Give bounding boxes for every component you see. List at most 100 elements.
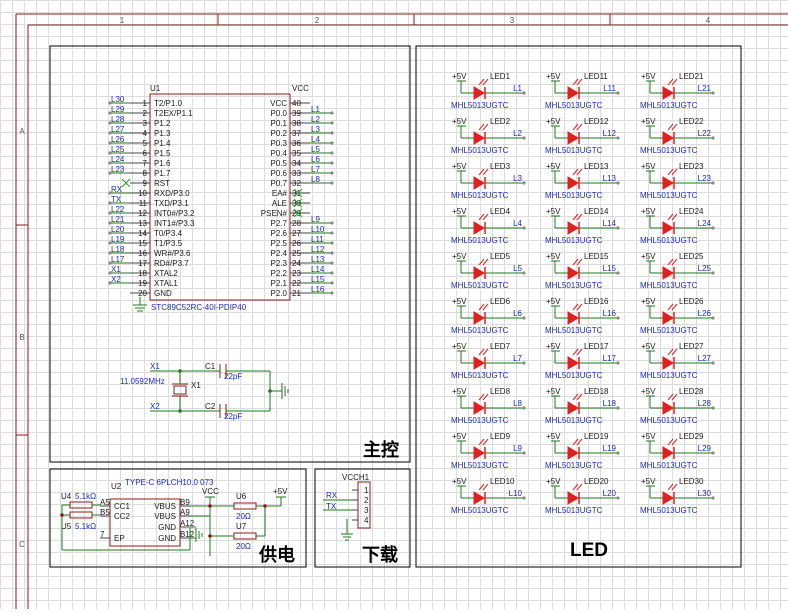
led-designator: LED25 xyxy=(679,252,704,261)
led-supply-label: +5V xyxy=(452,432,467,441)
led-emission-arrow xyxy=(572,78,579,86)
led-net-label: L30 xyxy=(698,489,712,498)
mcu-net-label: L23 xyxy=(111,165,125,174)
mcu-net-label: L30 xyxy=(111,95,125,104)
resistor-u6-value: 20Ω xyxy=(236,512,251,521)
led-emission-arrow xyxy=(576,258,583,266)
no-connect-mark xyxy=(293,188,303,198)
led-net-label: L16 xyxy=(603,309,617,318)
header-body xyxy=(357,481,371,529)
net-terminal xyxy=(330,131,334,135)
mcu-pin-name: P1.6 xyxy=(154,159,171,168)
led-diode-symbol xyxy=(473,491,485,505)
mcu-vcc-label: VCC xyxy=(292,84,309,93)
header-pin-number: 3 xyxy=(364,506,369,515)
led-supply-label: +5V xyxy=(452,387,467,396)
led-designator: LED23 xyxy=(679,162,704,171)
led-emission-arrow xyxy=(667,123,674,131)
net-terminal xyxy=(330,151,334,155)
led-supply-label: +5V xyxy=(641,117,656,126)
led-emission-arrow xyxy=(576,123,583,131)
led-net-label: L9 xyxy=(513,444,522,453)
led-frame xyxy=(415,45,742,568)
typec-pin-number: B5 xyxy=(100,508,110,517)
mcu-pin-name: PSEN# xyxy=(261,209,288,218)
led-diode-symbol xyxy=(567,311,579,325)
mcu-part-number: STC89C52RC-40I-PDIP40 xyxy=(151,303,247,312)
led-supply-label: +5V xyxy=(641,162,656,171)
crystal-frequency: 11.0592MHz xyxy=(120,377,165,386)
led-emission-arrow xyxy=(576,393,583,401)
led-net-label: L15 xyxy=(603,264,617,273)
mcu-pin-number: 22 xyxy=(292,279,301,288)
led-diode-symbol xyxy=(662,446,674,460)
net-terminal xyxy=(616,136,620,140)
led-part-number: MHL5013UGTC xyxy=(545,101,603,110)
led-emission-arrow xyxy=(576,438,583,446)
net-terminal xyxy=(108,241,112,245)
mcu-pin-number: 7 xyxy=(143,159,148,168)
led-emission-arrow xyxy=(671,213,678,221)
net-terminal xyxy=(711,361,715,365)
led-supply-label: +5V xyxy=(546,162,561,171)
led-net-label: L20 xyxy=(603,489,617,498)
crystal-circuit[interactable]: X1 X2 11.0592MHz X1 C1 22pF C2 22pF xyxy=(120,362,289,421)
led-designator: LED10 xyxy=(490,477,515,486)
mcu-pin-name: EA# xyxy=(272,189,288,198)
led-emission-arrow xyxy=(576,213,583,221)
mcu-pin-name: XTAL2 xyxy=(154,269,178,278)
mcu-net-label: L19 xyxy=(111,235,125,244)
mcu-net-label: L16 xyxy=(311,285,325,294)
mcu-net-label: L29 xyxy=(111,105,125,114)
led-emission-arrow xyxy=(572,348,579,356)
led-emission-arrow xyxy=(667,168,674,176)
led-diode-symbol xyxy=(567,401,579,415)
mcu-pin-name: P2.0 xyxy=(271,289,288,298)
led-emission-arrow xyxy=(671,483,678,491)
led-supply-label: +5V xyxy=(452,252,467,261)
led-diode-symbol xyxy=(473,401,485,415)
typec-pin-name: GND xyxy=(158,534,176,543)
typec-pin-number: 7 xyxy=(100,530,105,539)
led-part-number: MHL5013UGTC xyxy=(451,101,509,110)
led-supply-label: +5V xyxy=(452,162,467,171)
mcu-net-label: L9 xyxy=(311,215,320,224)
led-diode-symbol xyxy=(473,86,485,100)
led-emission-arrow xyxy=(671,168,678,176)
